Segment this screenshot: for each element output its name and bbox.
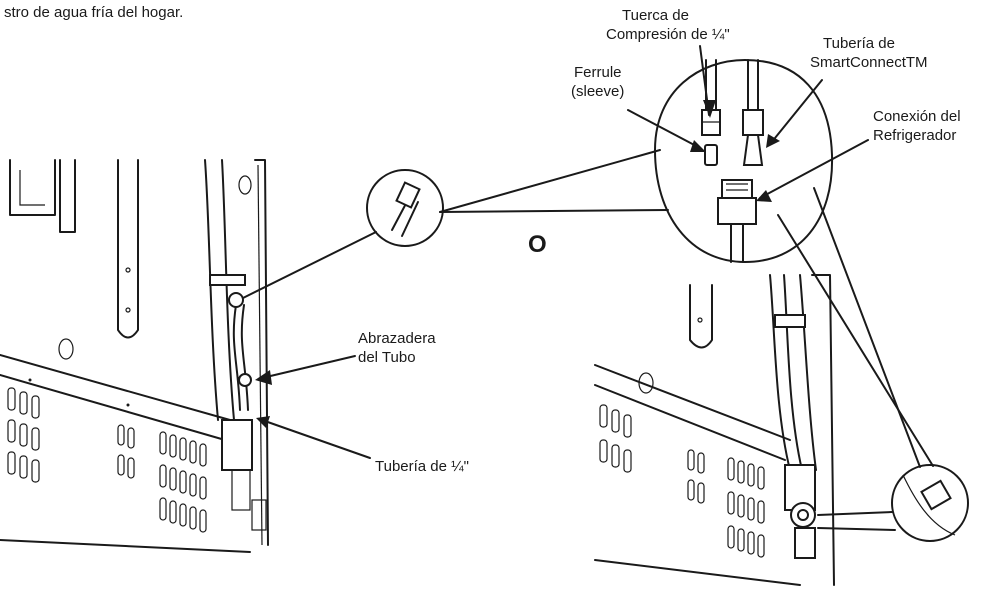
left-vent-grille — [7, 387, 267, 533]
detail-bubble — [439, 58, 834, 264]
svg-text:Tuerca de: Tuerca de — [622, 7, 689, 24]
right-fridge-back — [594, 274, 835, 586]
svg-text:Abrazadera: Abrazadera — [358, 330, 436, 347]
separator-o: O — [528, 231, 547, 258]
right-zoom-circle — [777, 187, 969, 542]
label-quarter-tubing: Tubería de ¼" — [256, 416, 469, 475]
label-fridge-connection: Conexión del Refrigerador — [756, 108, 961, 202]
left-zoom-circle — [242, 169, 444, 299]
svg-text:(sleeve): (sleeve) — [571, 83, 624, 100]
svg-text:Refrigerador: Refrigerador — [873, 127, 956, 144]
label-smartconnect-tubing: Tubería de SmartConnectTM — [766, 35, 928, 148]
header-text: stro de agua fría del hogar. — [4, 4, 183, 21]
label-compression-nut: Tuerca de Compresión de ¼" — [606, 7, 730, 118]
label-tube-clamp: Abrazadera del Tubo — [255, 330, 436, 385]
left-fridge-back — [0, 159, 269, 553]
svg-text:del Tubo: del Tubo — [358, 349, 416, 366]
label-ferrule: Ferrule (sleeve) — [571, 64, 706, 152]
svg-text:Compresión de ¼": Compresión de ¼" — [606, 26, 730, 43]
right-vent-grille — [599, 404, 765, 558]
svg-text:Tubería de ¼": Tubería de ¼" — [375, 458, 469, 475]
svg-text:Ferrule: Ferrule — [574, 64, 622, 81]
svg-text:Conexión del: Conexión del — [873, 108, 961, 125]
svg-text:SmartConnectTM: SmartConnectTM — [810, 54, 928, 71]
svg-text:Tubería de: Tubería de — [823, 35, 895, 52]
